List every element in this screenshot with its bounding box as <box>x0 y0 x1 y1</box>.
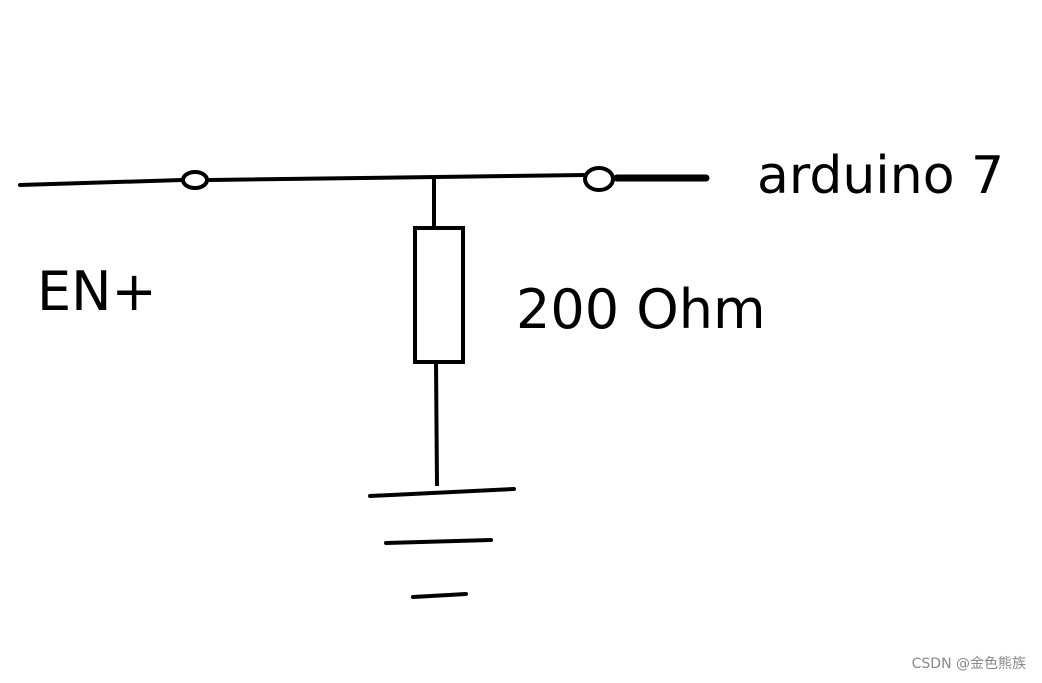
wire-input-left <box>18 178 184 187</box>
ground-line-2 <box>384 538 493 545</box>
ground-line-3 <box>411 592 468 599</box>
ground-symbol <box>368 487 516 599</box>
wire-to-ground <box>434 361 439 487</box>
ground-line-1 <box>368 487 516 498</box>
watermark: CSDN @金色熊族 <box>911 656 1026 672</box>
resistor-value-label: 200 Ohm <box>516 278 766 341</box>
input-label: EN+ <box>37 260 157 323</box>
output-label: arduino 7 <box>757 146 1005 206</box>
output-terminal <box>583 166 615 192</box>
resistor <box>413 226 465 364</box>
input-terminal <box>181 170 209 190</box>
wire-main-top <box>208 173 587 182</box>
